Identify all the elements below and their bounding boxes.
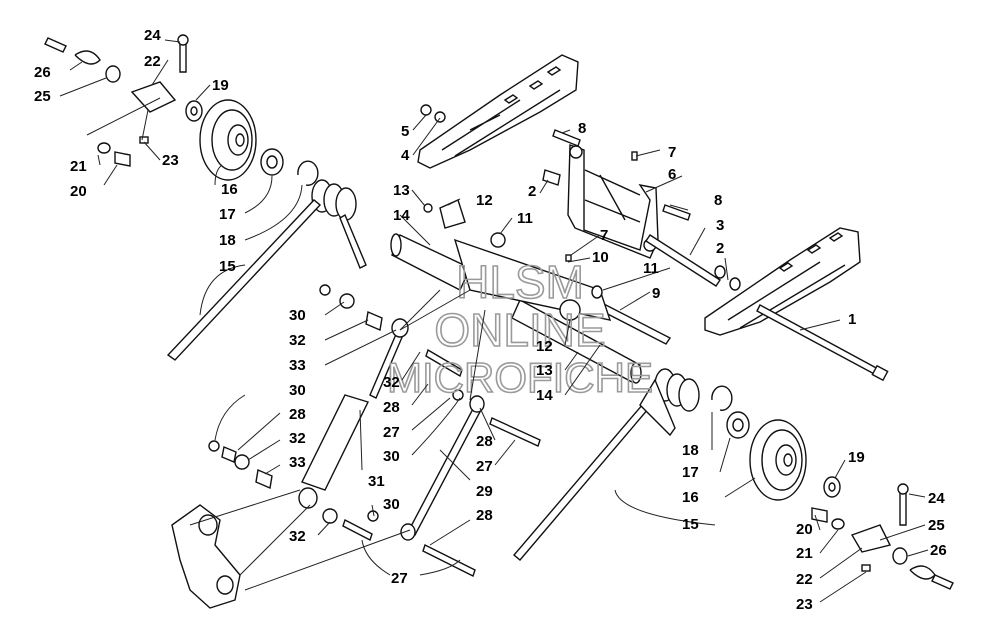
callout-labels: 1 2 2 3 4 5 6 7 7 8 8 9 10 11 11 12 12 1…	[34, 27, 947, 613]
callout-16: 16	[221, 181, 238, 198]
callout-7: 7	[600, 227, 608, 244]
callout-8: 8	[714, 192, 722, 209]
callout-18: 18	[219, 232, 236, 249]
lower-mount-arm	[171, 504, 241, 609]
callout-20: 20	[796, 521, 813, 538]
callout-21: 21	[70, 158, 87, 175]
callout-25: 25	[928, 517, 945, 534]
callout-14: 14	[393, 207, 410, 224]
callout-32: 32	[289, 332, 306, 349]
callout-30: 30	[289, 307, 306, 324]
callout-13: 13	[536, 362, 553, 379]
callout-4: 4	[401, 147, 410, 164]
callout-8: 8	[578, 120, 586, 137]
callout-18: 18	[682, 442, 699, 459]
callout-2: 2	[716, 240, 724, 257]
callout-2: 2	[528, 183, 536, 200]
cross-shaft-rod	[756, 304, 889, 382]
callout-12: 12	[536, 338, 553, 355]
callout-26: 26	[34, 64, 51, 81]
callout-20: 20	[70, 183, 87, 200]
callout-6: 6	[668, 166, 676, 183]
callout-7: 7	[668, 144, 676, 161]
callout-26: 26	[930, 542, 947, 559]
callout-14: 14	[536, 387, 553, 404]
callout-1: 1	[848, 311, 856, 328]
callout-15: 15	[682, 516, 699, 533]
callout-11: 11	[643, 260, 659, 277]
callout-21: 21	[796, 545, 813, 562]
callout-27: 27	[391, 570, 408, 587]
callout-31: 31	[368, 473, 385, 490]
watermark-line-1: HLSM	[456, 256, 584, 308]
hardware-small-parts	[208, 104, 741, 577]
callout-29: 29	[476, 483, 493, 500]
callout-13: 13	[393, 182, 410, 199]
callout-27: 27	[383, 424, 400, 441]
callout-28: 28	[476, 433, 493, 450]
callout-19: 19	[848, 449, 865, 466]
callout-33: 33	[289, 357, 306, 374]
shock-mount-bracket	[567, 144, 659, 259]
watermark: HLSM ONLINE MICROFICHE	[386, 255, 654, 402]
link-arm-29	[400, 395, 485, 541]
rail-beam-front	[704, 227, 861, 336]
callout-28: 28	[289, 406, 306, 423]
callout-19: 19	[212, 77, 229, 94]
rail-beam-rear	[417, 54, 579, 169]
callout-23: 23	[162, 152, 179, 169]
callout-22: 22	[796, 571, 813, 588]
callout-15: 15	[219, 258, 236, 275]
callout-32: 32	[289, 430, 306, 447]
callout-12: 12	[476, 192, 493, 209]
center-axle-tube	[390, 232, 642, 384]
watermark-line-2: ONLINE	[434, 304, 605, 356]
callout-3: 3	[716, 217, 724, 234]
callout-30: 30	[383, 448, 400, 465]
shock-absorber	[298, 318, 409, 509]
callout-17: 17	[219, 206, 236, 223]
callout-33: 33	[289, 454, 306, 471]
callout-27: 27	[476, 458, 493, 475]
callout-28: 28	[476, 507, 493, 524]
callout-22: 22	[144, 53, 161, 70]
callout-32: 32	[289, 528, 306, 545]
callout-9: 9	[652, 285, 660, 302]
upper-left-idler-assembly	[44, 34, 367, 361]
callout-28: 28	[383, 399, 400, 416]
callout-24: 24	[928, 490, 945, 507]
watermark-line-3: MICROFICHE	[387, 354, 653, 401]
rod-3	[645, 234, 721, 287]
callout-11: 11	[517, 210, 533, 227]
callout-30: 30	[289, 382, 306, 399]
callout-5: 5	[401, 123, 409, 140]
callout-24: 24	[144, 27, 161, 44]
callout-30: 30	[383, 496, 400, 513]
callout-23: 23	[796, 596, 813, 613]
callout-25: 25	[34, 88, 51, 105]
rod-9	[594, 301, 672, 345]
callout-10: 10	[592, 249, 609, 266]
lower-right-idler-assembly	[513, 368, 954, 590]
callout-17: 17	[682, 464, 699, 481]
callout-16: 16	[682, 489, 699, 506]
callout-32: 32	[383, 374, 400, 391]
leader-lines	[59, 39, 929, 603]
